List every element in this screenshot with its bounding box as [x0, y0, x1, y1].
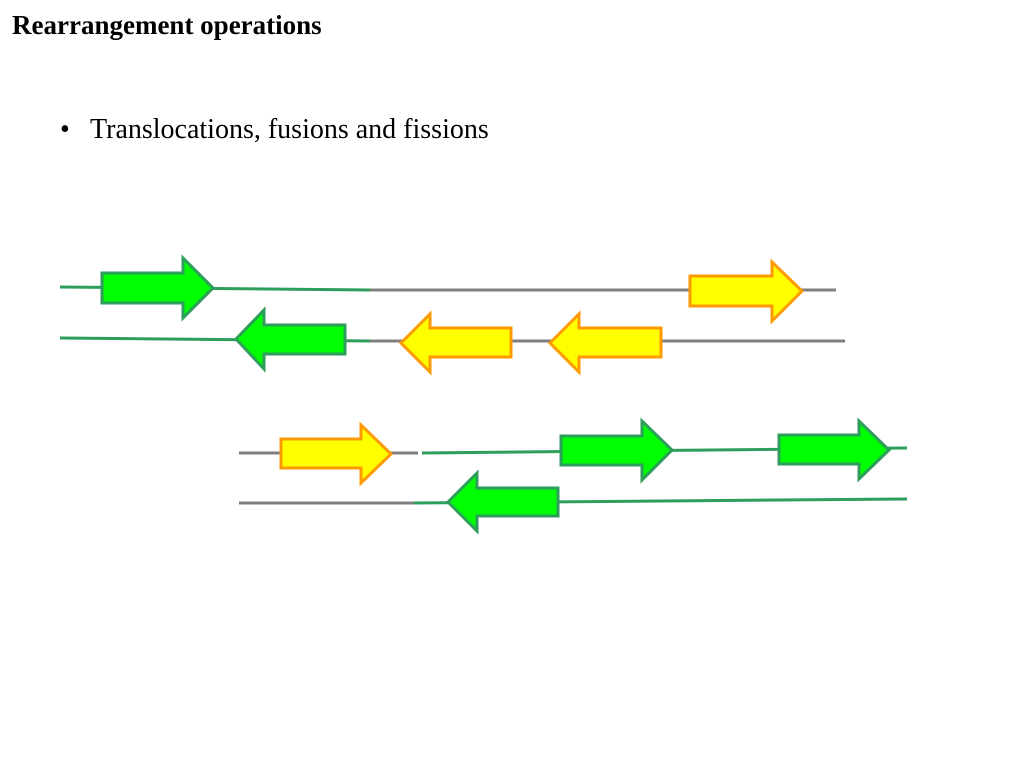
chromosome-1-before: [59, 254, 836, 325]
green-gene-arrow-right: [559, 417, 675, 484]
chromosome-pair-after: [239, 417, 908, 535]
yellow-gene-arrow-right: [688, 258, 805, 325]
chromosome-2-before: [59, 306, 845, 376]
chromosome-1-after: [239, 417, 908, 487]
yellow-gene-arrow-left: [547, 310, 663, 376]
green-gene-arrow-left: [445, 469, 560, 535]
bullet-item: • Translocations, fusions and fissions: [60, 112, 489, 148]
green-gene-arrow-left: [233, 306, 347, 373]
slide-title: Rearrangement operations: [12, 10, 322, 40]
green-gene-arrow-right: [777, 417, 892, 483]
yellow-gene-arrow-right: [279, 421, 394, 487]
chromosome-2-after: [239, 469, 908, 535]
yellow-gene-arrow-left: [398, 310, 513, 376]
bullet-text: Translocations, fusions and fissions: [90, 114, 489, 145]
chromosome-pair-before: [59, 254, 845, 376]
green-gene-arrow-right: [100, 254, 216, 322]
bullet-marker: •: [60, 114, 70, 145]
